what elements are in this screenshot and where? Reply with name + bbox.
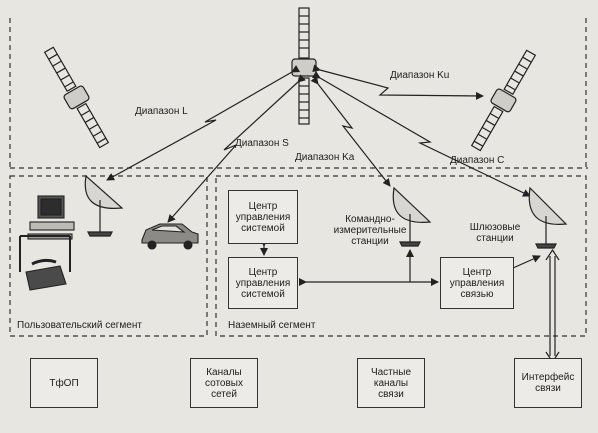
user-dish-antenna-icon — [84, 174, 124, 237]
user-segment-border — [9, 175, 208, 337]
gateway-stations-label: Шлюзовые станции — [469, 222, 521, 244]
label-ku-band: Диапазон Ku — [390, 70, 450, 81]
satellite-top-icon — [291, 7, 317, 125]
label-ka-band: Диапазон Ka — [295, 152, 355, 163]
ground-connections — [260, 239, 541, 286]
interface-double-link — [545, 248, 560, 364]
link-s-band — [167, 74, 306, 223]
command-stations-label: Командно- измерительные станции — [333, 214, 407, 247]
satellite-left-icon — [43, 46, 110, 149]
telephone-icon — [25, 258, 67, 291]
label-l-band: Диапазон L — [135, 106, 188, 117]
comm-to-gateway-link — [512, 255, 541, 269]
command-station-antenna-icon — [392, 186, 432, 247]
link-c-band — [311, 71, 531, 197]
link-ka-band — [310, 76, 391, 187]
gateway-station-antenna-icon — [528, 186, 568, 249]
label-c-band: Диапазон C — [450, 155, 505, 166]
satellite-right-icon — [470, 49, 537, 152]
car-icon — [141, 223, 199, 250]
user-segment-label: Пользовательский сегмент — [17, 320, 142, 331]
ground-segment-label: Наземный сегмент — [228, 320, 316, 331]
label-s-band: Диапазон S — [235, 138, 289, 149]
radio-links — [106, 64, 531, 223]
computer-icon — [19, 195, 75, 272]
pstn-box: ТфОП — [30, 358, 98, 408]
link-l-band — [106, 65, 301, 181]
